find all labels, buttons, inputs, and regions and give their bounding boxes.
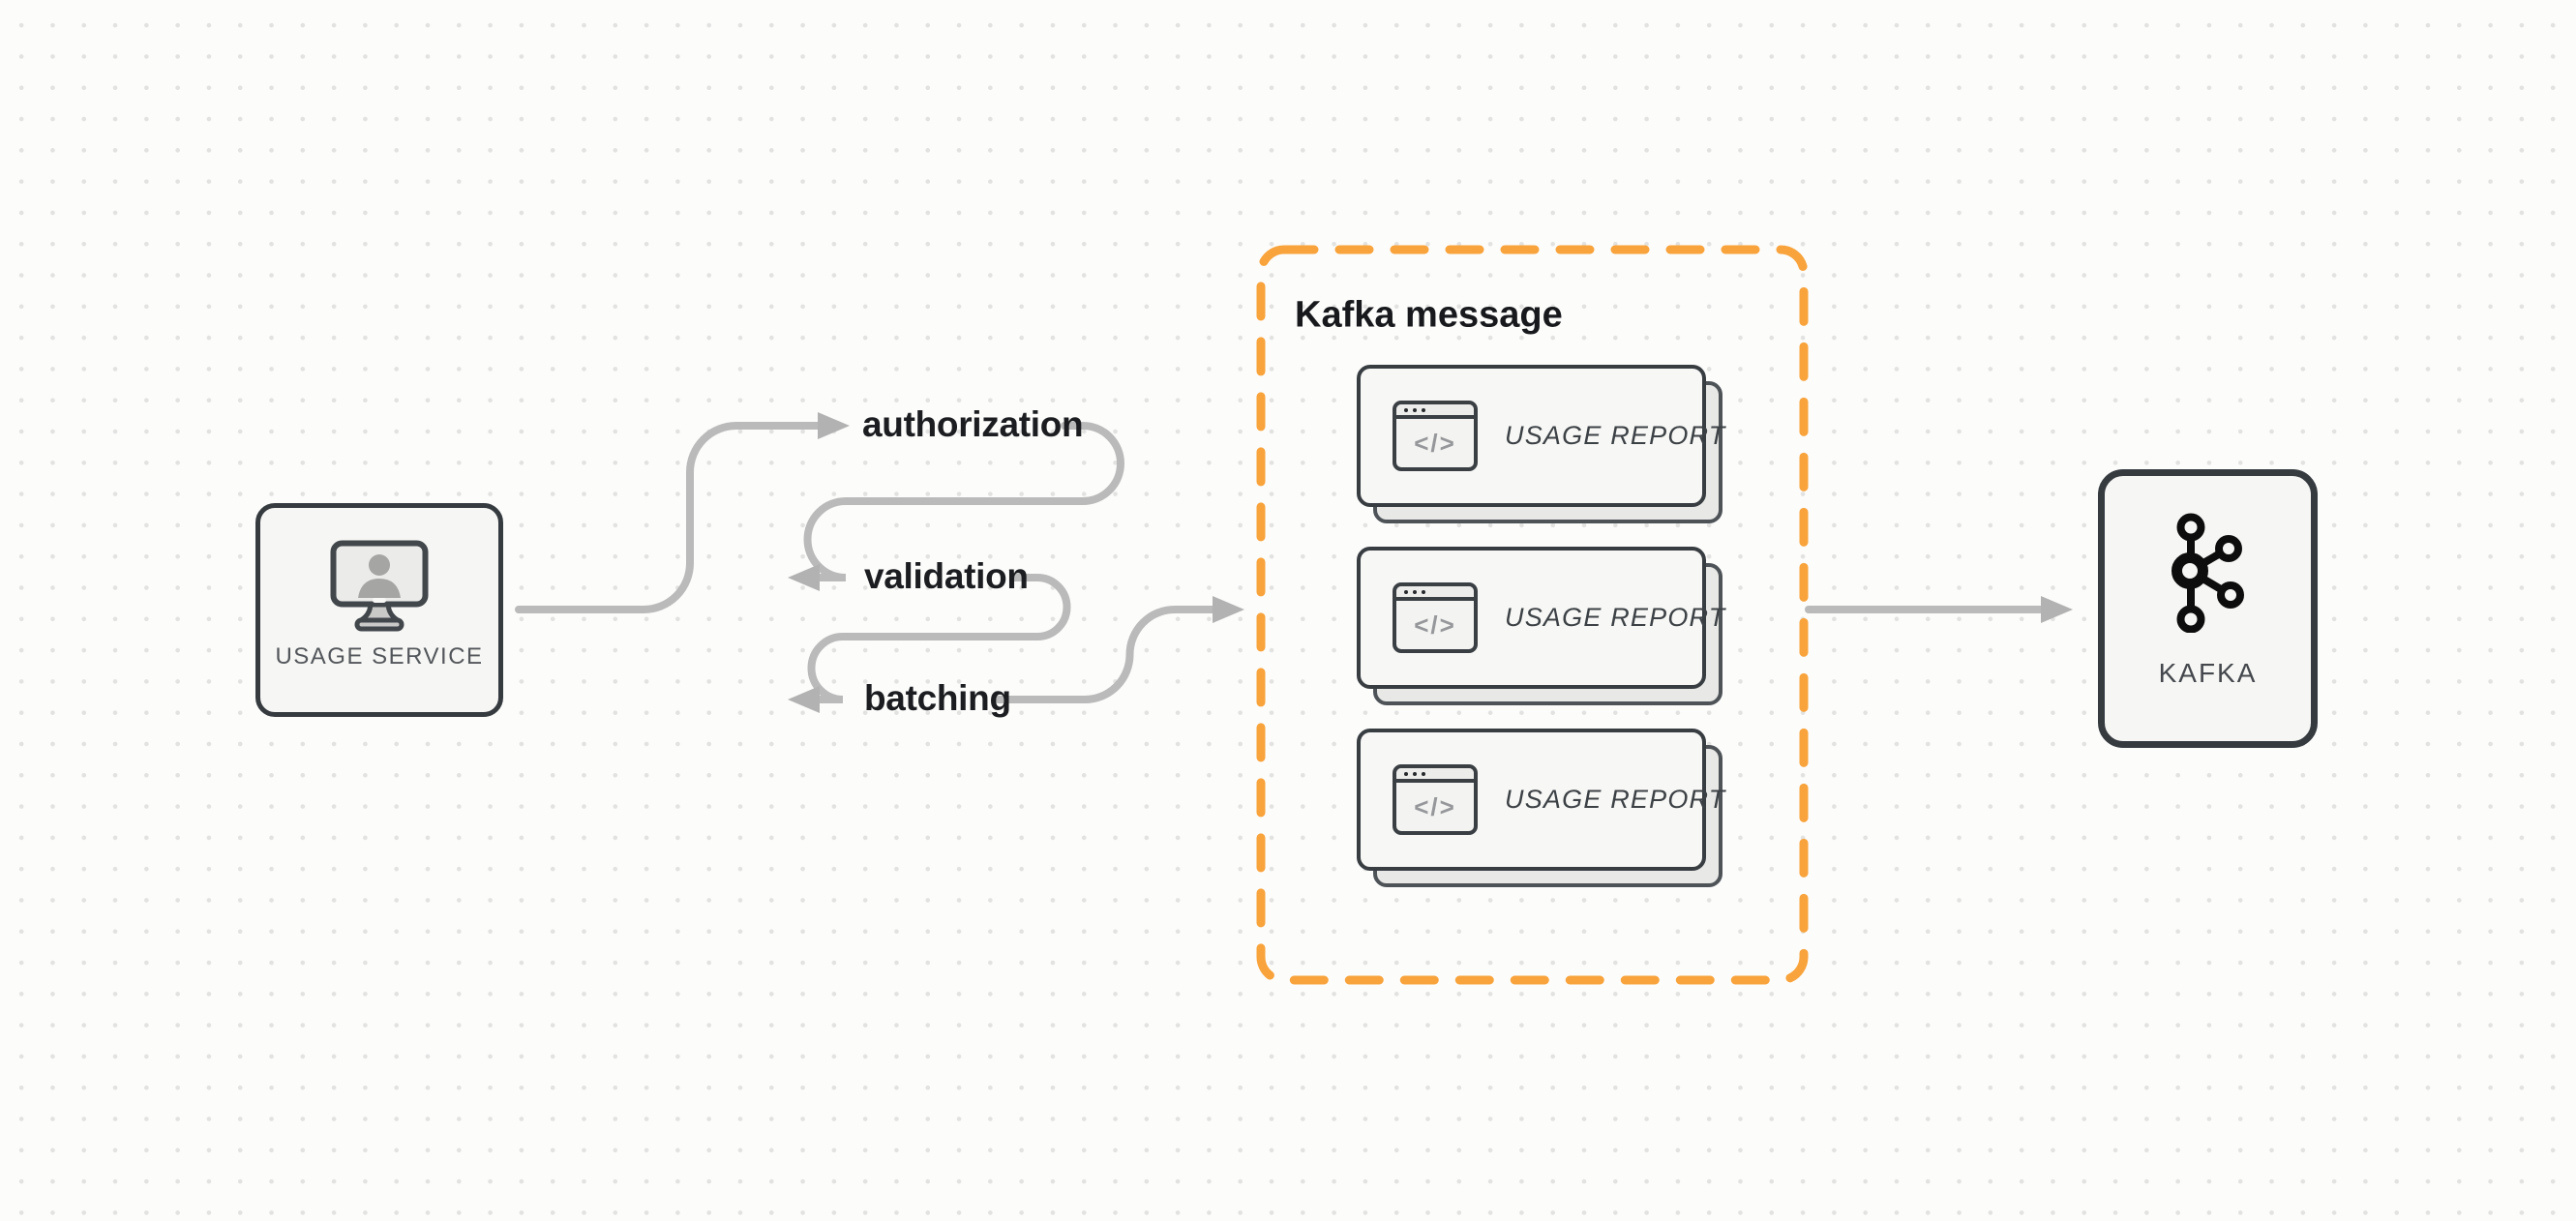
window-dot-icon xyxy=(1404,407,1408,412)
kafka-logo-icon xyxy=(2171,513,2244,633)
connector-validation-to-batching xyxy=(788,574,1071,713)
kafka-label: KAFKA xyxy=(2158,658,2258,688)
usage-report-label: USAGE REPORT xyxy=(1505,603,1726,632)
usage-report-card[interactable]: </> USAGE REPORT xyxy=(1357,365,1724,523)
usage-report-card[interactable]: </> USAGE REPORT xyxy=(1357,547,1724,705)
window-dot-icon xyxy=(1422,771,1425,776)
usage-report-label: USAGE REPORT xyxy=(1505,785,1726,814)
window-dot-icon xyxy=(1413,407,1417,412)
kafka-message-group-title: Kafka message xyxy=(1295,294,1563,336)
usage-service-label: USAGE SERVICE xyxy=(275,643,484,670)
flow-step-authorization[interactable]: authorization xyxy=(862,404,1084,445)
connector-authorization-to-validation xyxy=(788,422,1124,591)
code-window-icon: </> xyxy=(1393,582,1478,653)
connector-usage-to-authorization xyxy=(515,412,850,613)
window-dot-icon xyxy=(1404,589,1408,594)
connector-batching-to-group xyxy=(995,596,1244,703)
kafka-node[interactable]: KAFKA xyxy=(2098,469,2318,748)
monitor-user-icon xyxy=(330,540,429,632)
usage-report-label: USAGE REPORT xyxy=(1505,421,1726,450)
window-dot-icon xyxy=(1422,407,1425,412)
card-front: </> USAGE REPORT xyxy=(1357,547,1724,689)
flow-step-batching[interactable]: batching xyxy=(864,678,1011,719)
window-titlebar xyxy=(1396,404,1474,419)
code-glyph: </> xyxy=(1414,610,1456,640)
usage-report-card[interactable]: </> USAGE REPORT xyxy=(1357,729,1724,887)
window-titlebar xyxy=(1396,768,1474,783)
card-front: </> USAGE REPORT xyxy=(1357,365,1724,507)
window-dot-icon xyxy=(1413,589,1417,594)
flow-step-validation[interactable]: validation xyxy=(864,556,1029,597)
usage-service-node[interactable]: USAGE SERVICE xyxy=(255,503,503,717)
card-front: </> USAGE REPORT xyxy=(1357,729,1724,871)
code-glyph: </> xyxy=(1414,791,1456,821)
window-dot-icon xyxy=(1422,589,1425,594)
window-dot-icon xyxy=(1413,771,1417,776)
code-window-icon: </> xyxy=(1393,764,1478,835)
kafka-message-group-border[interactable] xyxy=(1252,241,1813,990)
code-glyph: </> xyxy=(1414,428,1456,458)
window-titlebar xyxy=(1396,586,1474,601)
code-window-icon: </> xyxy=(1393,401,1478,471)
window-dot-icon xyxy=(1404,771,1408,776)
